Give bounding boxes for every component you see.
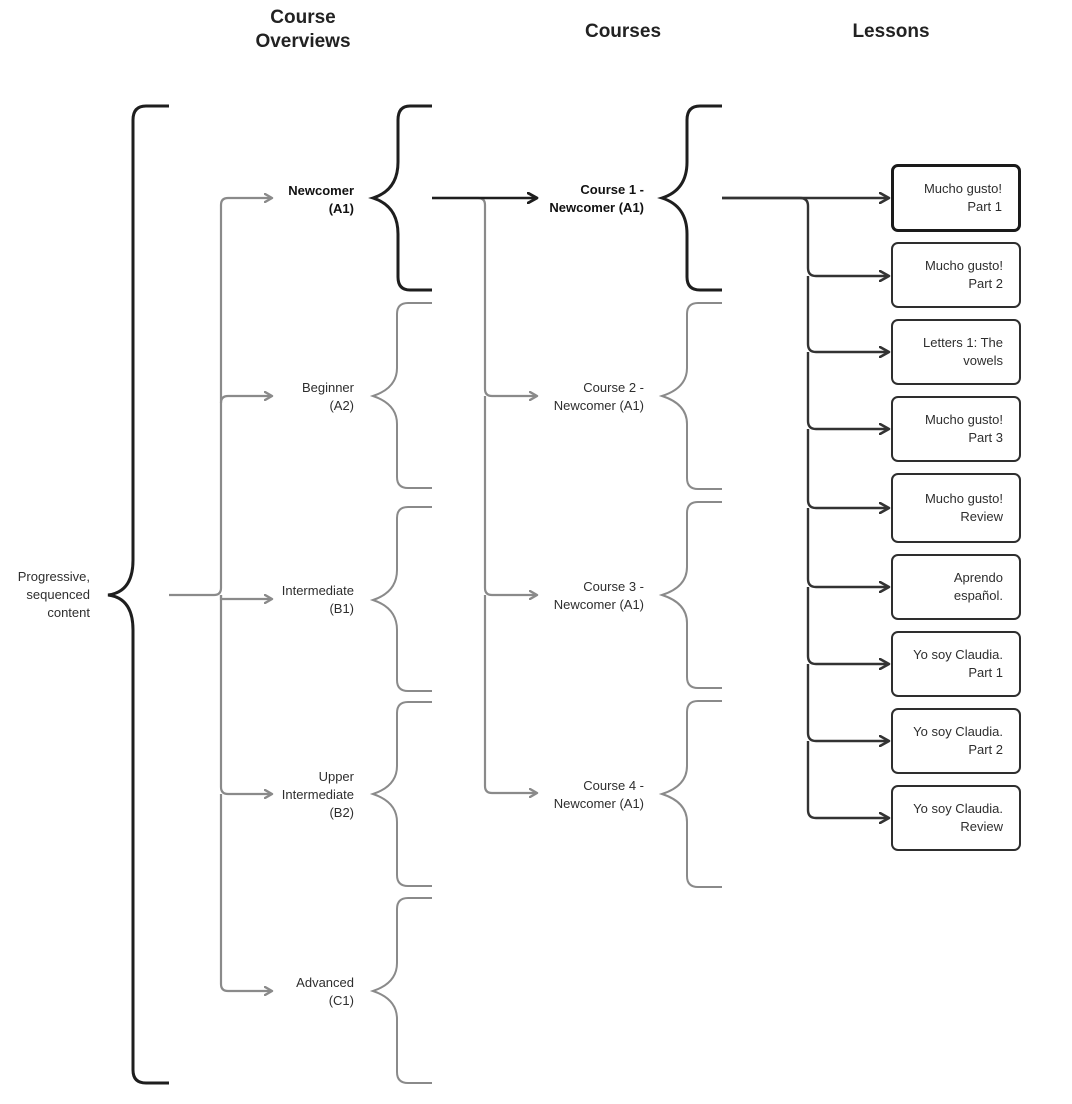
lesson-box[interactable]: Mucho gusto! Part 1 bbox=[891, 164, 1021, 232]
overview-brace-b1 bbox=[369, 506, 432, 692]
root-brace bbox=[107, 104, 169, 1085]
lesson-label: Letters 1: The vowels bbox=[923, 335, 1003, 368]
root-connectors bbox=[169, 198, 272, 991]
lesson-label: Yo soy Claudia. Part 1 bbox=[913, 647, 1003, 680]
lesson-label: Yo soy Claudia. Review bbox=[913, 801, 1003, 834]
lesson-label: Mucho gusto! Part 1 bbox=[923, 181, 1002, 214]
lesson-box[interactable]: Letters 1: The vowels bbox=[891, 319, 1021, 385]
lesson-box[interactable]: Yo soy Claudia. Review bbox=[891, 785, 1021, 851]
overview-label-upper-intermediate: Upper Intermediate (B2) bbox=[281, 769, 354, 820]
course-label-2: Course 2 - Newcomer (A1) bbox=[553, 380, 644, 413]
course-label-1: Course 1 - Newcomer (A1) bbox=[549, 182, 644, 215]
course-brace-2 bbox=[658, 302, 722, 490]
overview-brace-b2 bbox=[369, 701, 432, 887]
course-brace-1 bbox=[657, 104, 722, 292]
overview-label-newcomer: Newcomer (A1) bbox=[288, 183, 354, 216]
overview-label-advanced: Advanced (C1) bbox=[296, 975, 354, 1008]
overview-brace-c1 bbox=[369, 897, 432, 1084]
lesson-box[interactable]: Mucho gusto! Part 3 bbox=[891, 396, 1021, 462]
lesson-label: Aprendo español. bbox=[953, 570, 1003, 603]
header-courses: Courses bbox=[584, 21, 662, 42]
lesson-box[interactable]: Yo soy Claudia. Part 2 bbox=[891, 708, 1021, 774]
overview-brace-a1 bbox=[368, 104, 432, 292]
overview-brace-a2 bbox=[369, 302, 432, 489]
header-lessons: Lessons bbox=[852, 21, 930, 42]
lesson-connectors bbox=[722, 198, 889, 818]
overview-connectors bbox=[432, 196, 537, 793]
lesson-box[interactable]: Mucho gusto! Part 2 bbox=[891, 242, 1021, 308]
course-label-4: Course 4 - Newcomer (A1) bbox=[553, 778, 644, 811]
root-label: Progressive, sequenced content bbox=[17, 569, 90, 620]
header-course-overviews: Course Overviews bbox=[255, 7, 351, 52]
overview-label-beginner: Beginner (A2) bbox=[301, 380, 354, 413]
lesson-label: Yo soy Claudia. Part 2 bbox=[913, 724, 1003, 757]
course-brace-3 bbox=[658, 501, 722, 689]
lesson-label: Mucho gusto! Review bbox=[924, 491, 1003, 524]
lesson-box[interactable]: Yo soy Claudia. Part 1 bbox=[891, 631, 1021, 697]
lesson-box[interactable]: Mucho gusto! Review bbox=[891, 473, 1021, 543]
course-label-3: Course 3 - Newcomer (A1) bbox=[553, 579, 644, 612]
overview-label-intermediate: Intermediate (B1) bbox=[281, 583, 354, 616]
lesson-label: Mucho gusto! Part 3 bbox=[924, 412, 1003, 445]
lesson-label: Mucho gusto! Part 2 bbox=[924, 258, 1003, 291]
course-brace-4 bbox=[658, 700, 722, 888]
lesson-box[interactable]: Aprendo español. bbox=[891, 554, 1021, 620]
